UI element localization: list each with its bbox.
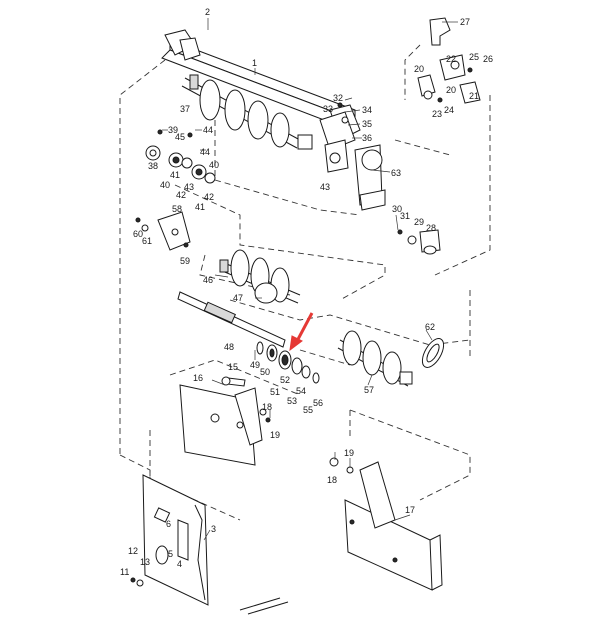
label-part-58: 58 <box>172 204 182 214</box>
label-part-34: 34 <box>362 105 372 115</box>
label-part-6: 6 <box>166 519 171 529</box>
label-part-1: 1 <box>252 58 257 68</box>
label-part-63: 63 <box>391 168 401 178</box>
label-part-39: 39 <box>168 125 178 135</box>
label-part-55: 55 <box>303 405 313 415</box>
label-part-5: 5 <box>168 549 173 559</box>
label-part-20: 20 <box>414 64 424 74</box>
label-part-29: 29 <box>414 217 424 227</box>
label-part-15: 15 <box>228 362 238 372</box>
label-part-28: 28 <box>426 223 436 233</box>
label-part-35: 35 <box>362 119 372 129</box>
label-part-44: 44 <box>200 147 210 157</box>
bearing-bracket-assembly <box>319 102 386 211</box>
label-part-41: 41 <box>170 170 180 180</box>
label-part-12: 12 <box>128 546 138 556</box>
label-part-19: 19 <box>344 448 354 458</box>
leader-lines <box>162 18 458 541</box>
label-part-62: 62 <box>425 322 435 332</box>
label-part-40: 40 <box>209 160 219 170</box>
label-part-45: 45 <box>175 132 185 142</box>
left-bearing-hardware <box>145 129 216 184</box>
label-part-27: 27 <box>460 17 470 27</box>
label-part-37: 37 <box>180 104 190 114</box>
label-part-18: 18 <box>262 402 272 412</box>
part-number-labels: 2 1 37 27 22 25 26 20 20 21 23 24 32 33 … <box>120 7 493 577</box>
label-part-52: 52 <box>280 375 290 385</box>
coupler-ring <box>421 338 445 368</box>
label-part-31: 31 <box>400 211 410 221</box>
label-part-57: 57 <box>364 385 374 395</box>
label-part-61: 61 <box>142 236 152 246</box>
middle-auger-screw <box>219 249 301 304</box>
label-part-11: 11 <box>120 567 129 577</box>
label-part-42: 42 <box>176 190 186 200</box>
right-side-bracket <box>329 457 443 591</box>
label-part-50: 50 <box>260 367 270 377</box>
label-part-33: 33 <box>323 104 333 114</box>
label-part-3: 3 <box>211 524 216 534</box>
label-part-43: 43 <box>184 182 194 192</box>
label-part-36: 36 <box>362 133 372 143</box>
handle-latch-assembly <box>417 17 481 104</box>
label-part-26: 26 <box>483 54 493 64</box>
label-part-25: 25 <box>469 52 479 62</box>
label-part-4: 4 <box>177 559 182 569</box>
left-side-bracket <box>179 376 271 466</box>
right-auger-screw <box>337 330 413 387</box>
label-part-53: 53 <box>287 396 297 406</box>
label-part-19: 19 <box>270 430 280 440</box>
label-part-16: 16 <box>193 373 203 383</box>
label-part-41: 41 <box>195 202 205 212</box>
red-arrow-indicator <box>289 312 314 352</box>
label-part-40: 40 <box>160 180 170 190</box>
label-part-54: 54 <box>296 386 306 396</box>
label-part-49: 49 <box>250 360 260 370</box>
drive-shaft <box>177 291 286 348</box>
label-part-46: 46 <box>203 275 213 285</box>
label-part-60: 60 <box>133 229 143 239</box>
label-part-23: 23 <box>432 109 442 119</box>
label-part-24: 24 <box>444 105 454 115</box>
pin-hardware <box>397 229 441 255</box>
label-part-22: 22 <box>446 54 456 64</box>
label-part-18: 18 <box>327 475 337 485</box>
label-part-38: 38 <box>148 161 158 171</box>
label-part-30: 30 <box>392 204 402 214</box>
label-part-2: 2 <box>205 7 210 17</box>
main-frame-beam <box>161 29 361 141</box>
label-part-32: 32 <box>333 93 343 103</box>
label-part-42: 42 <box>204 192 214 202</box>
label-part-56: 56 <box>313 398 323 408</box>
label-part-48: 48 <box>224 342 234 352</box>
label-part-13: 13 <box>140 557 150 567</box>
label-part-20: 20 <box>446 85 456 95</box>
label-part-44: 44 <box>203 125 213 135</box>
label-part-43: 43 <box>320 182 330 192</box>
label-part-59: 59 <box>180 256 190 266</box>
guard-plate <box>130 474 289 615</box>
label-part-47: 47 <box>233 293 243 303</box>
mounting-plate <box>135 211 191 251</box>
top-auger-screw <box>181 74 313 150</box>
label-part-17: 17 <box>405 505 415 515</box>
label-part-51: 51 <box>270 387 280 397</box>
label-part-21: 21 <box>469 91 479 101</box>
bearing-stack <box>256 341 320 384</box>
